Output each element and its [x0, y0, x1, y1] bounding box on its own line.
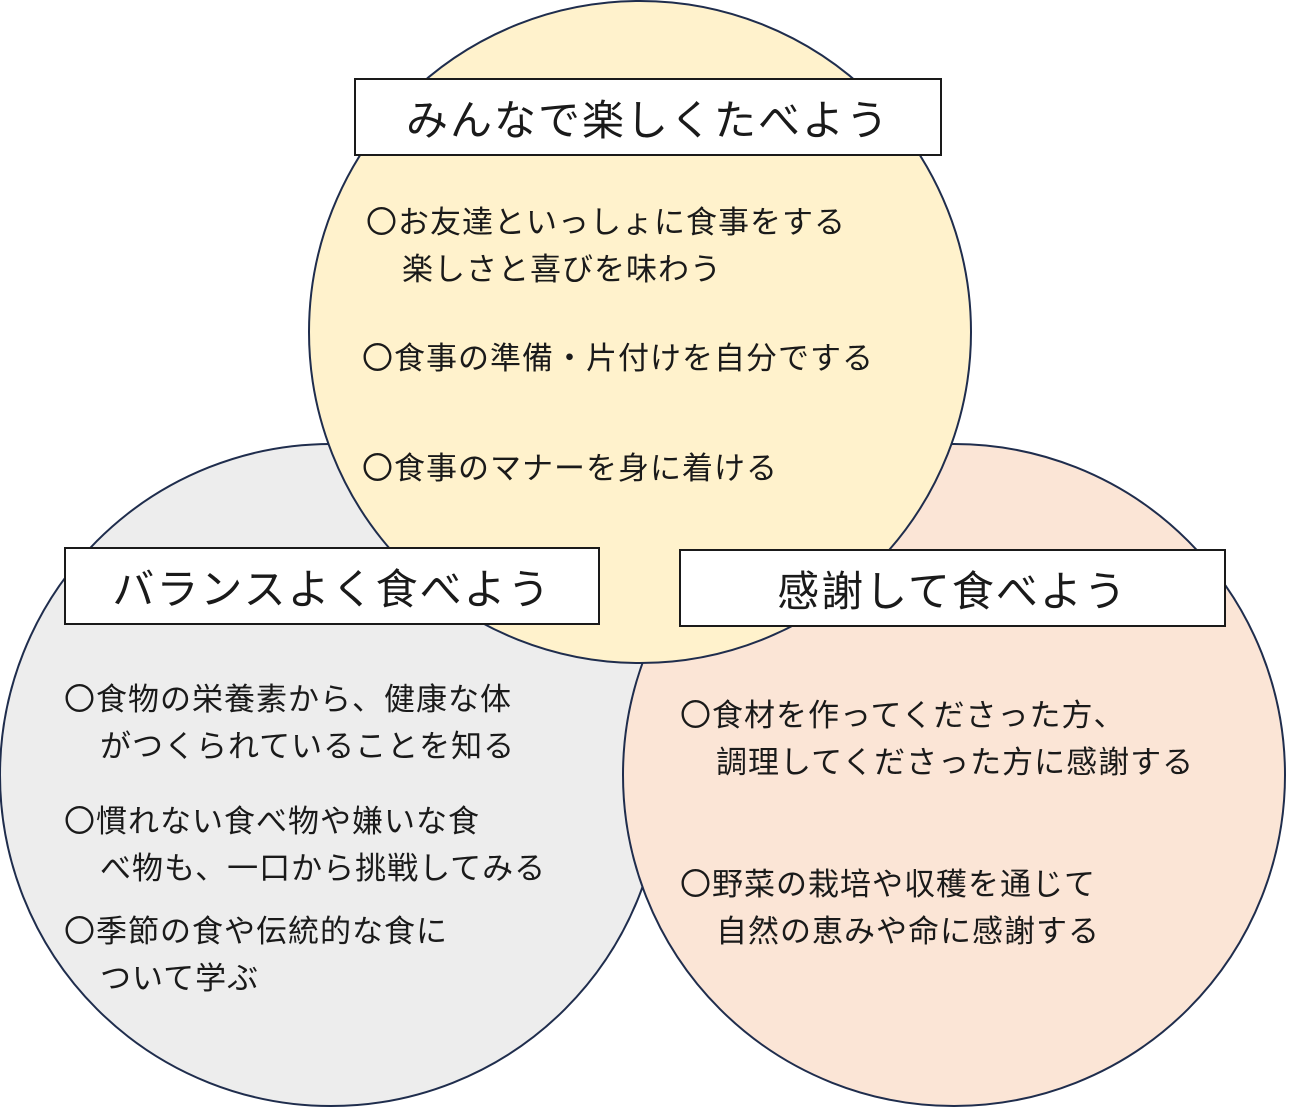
right-item-1-line2: 調理してくださった方に感謝する [716, 745, 1195, 781]
left-title: バランスよく食べよう [112, 564, 552, 614]
right-item-1-line1: 〇食材を作ってくださった方、 [680, 698, 1126, 734]
right-item-2: 〇野菜の栽培や収穫を通じて 自然の恵みや命に感謝する [680, 862, 1100, 956]
left-item-3-line1: 〇季節の食や伝統的な食に [64, 914, 448, 950]
left-item-3: 〇季節の食や伝統的な食に ついて学ぶ [64, 909, 448, 1003]
right-item-1: 〇食材を作ってくださった方、 調理してくださった方に感謝する [680, 693, 1194, 787]
left-item-1-line2: がつくられていることを知る [100, 729, 516, 765]
top-item-3: 〇食事のマナーを身に着ける [362, 446, 778, 493]
right-title: 感謝して食べよう [777, 566, 1128, 616]
top-item-1-line2: 楽しさと喜びを味わう [402, 252, 722, 288]
left-item-3-line2: ついて学ぶ [100, 961, 260, 997]
top-item-2-line1: 〇食事の準備・片付けを自分でする [362, 341, 874, 377]
left-item-1-line1: 〇食物の栄養素から、健康な体 [64, 682, 512, 718]
right-item-2-line1: 〇野菜の栽培や収穫を通じて [680, 867, 1096, 903]
top-item-2: 〇食事の準備・片付けを自分でする [362, 336, 874, 383]
top-title-box: みんなで楽しくたべよう [354, 78, 942, 156]
left-item-1: 〇食物の栄養素から、健康な体 がつくられていることを知る [64, 677, 515, 771]
left-title-box: バランスよく食べよう [64, 547, 600, 625]
right-title-box: 感謝して食べよう [679, 549, 1226, 627]
left-item-2-line2: べ物も、一口から挑戦してみる [100, 851, 547, 887]
top-item-1-line1: 〇お友達といっしょに食事をする [366, 205, 846, 241]
top-item-1: 〇お友達といっしょに食事をする 楽しさと喜びを味わう [366, 200, 846, 294]
left-item-2-line1: 〇慣れない食べ物や嫌いな食 [64, 804, 480, 840]
top-circle [308, 0, 972, 664]
right-item-2-line2: 自然の恵みや命に感謝する [716, 914, 1100, 950]
top-title: みんなで楽しくたべよう [405, 95, 890, 145]
top-item-3-line1: 〇食事のマナーを身に着ける [362, 451, 778, 487]
left-item-2: 〇慣れない食べ物や嫌いな食 べ物も、一口から挑戦してみる [64, 799, 546, 893]
